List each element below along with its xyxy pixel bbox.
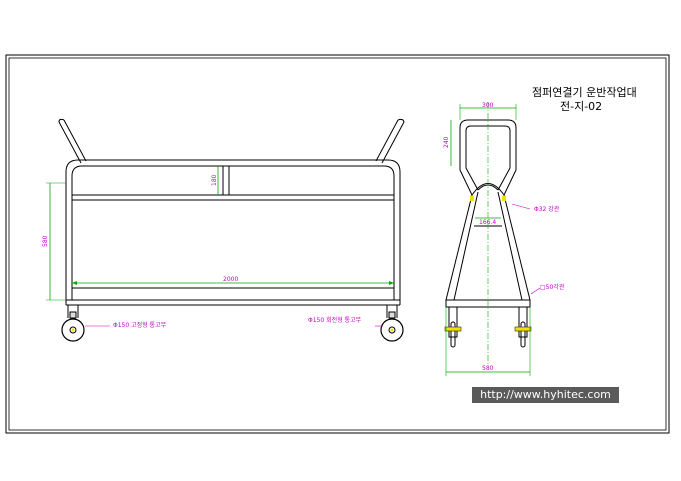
side-left-caster bbox=[444, 321, 462, 348]
side-dimensions bbox=[445, 102, 541, 376]
marker-dot bbox=[71, 328, 75, 332]
base-width-dim: 580 bbox=[482, 365, 494, 372]
top-height-dim: 240 bbox=[443, 136, 450, 148]
top-width-dim: 300 bbox=[482, 102, 494, 109]
front-right-caster bbox=[380, 311, 404, 342]
inner-border bbox=[8, 57, 667, 431]
tube-label: □50각관 bbox=[540, 283, 565, 291]
outer-border bbox=[5, 54, 670, 434]
front-dimensions bbox=[46, 166, 394, 327]
marker-dot bbox=[390, 328, 394, 332]
drawing-number: 전-지-02 bbox=[560, 100, 602, 113]
caster-left-label: Φ150 고정형 통고무 bbox=[113, 321, 167, 329]
website-url: http://www.hyhitec.com bbox=[472, 387, 619, 403]
front-left-caster bbox=[61, 311, 85, 342]
weld-mark bbox=[470, 196, 474, 201]
caster-right-label: Φ150 회전형 통고무 bbox=[308, 316, 362, 324]
pipe-label: Φ32 강관 bbox=[534, 205, 560, 213]
panel-dim: 180 bbox=[211, 174, 218, 186]
weld-mark bbox=[502, 196, 506, 201]
side-right-caster bbox=[514, 321, 532, 348]
inner-dim: 166.4 bbox=[479, 219, 496, 226]
drawing-title: 점퍼연결기 운반작업대 bbox=[532, 86, 637, 99]
height-dim: 580 bbox=[42, 235, 49, 247]
front-view bbox=[58, 118, 405, 318]
width-dim: 2000 bbox=[223, 276, 238, 283]
